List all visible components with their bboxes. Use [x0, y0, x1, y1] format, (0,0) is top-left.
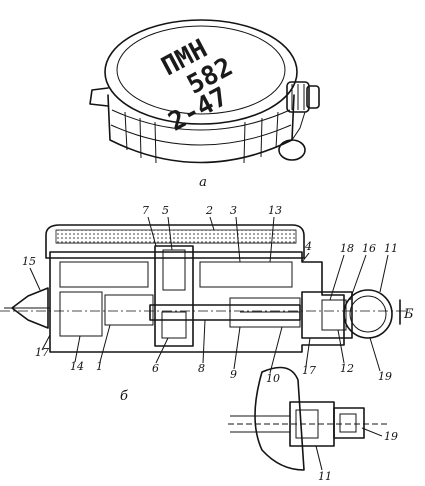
callout-2: 2	[205, 204, 213, 217]
caption-view-a: а	[199, 175, 207, 190]
callout-10: 10	[266, 372, 280, 385]
callout-17-right: 17	[302, 364, 316, 377]
section-mark-right: Б	[403, 307, 414, 322]
fuze-detail-view: 19 11	[228, 366, 398, 483]
callout-9: 9	[230, 368, 237, 381]
callout-3: 3	[230, 204, 237, 217]
callout-4: 4	[304, 240, 312, 253]
callout-6: 6	[152, 362, 159, 375]
callout-17-left: 17	[35, 346, 49, 359]
caption-view-b: б	[120, 389, 128, 404]
callout-14: 14	[70, 360, 84, 373]
fuze-knob	[286, 81, 320, 113]
callout-1: 1	[96, 360, 103, 373]
callout-8: 8	[198, 362, 205, 375]
callout-13: 13	[268, 204, 282, 217]
callout-16: 16	[362, 242, 376, 255]
callout-15: 15	[22, 255, 36, 268]
callout-12: 12	[340, 362, 354, 375]
callout-19-detail: 19	[384, 430, 398, 443]
callout-labels: 15 17 14 1 7 5 2 3 13 4 18 16 11 8 6 9 1…	[22, 204, 398, 385]
callout-11-detail: 11	[318, 470, 332, 483]
external-view: ПМН 582 2-47 а	[89, 19, 320, 190]
callout-7: 7	[142, 204, 149, 217]
safety-pull-ring	[278, 111, 306, 161]
body-shading-lines	[124, 111, 279, 164]
callout-11-top: 11	[384, 242, 398, 255]
callout-18: 18	[340, 242, 354, 255]
callout-5: 5	[162, 204, 169, 217]
cross-section-view: Б 15 17 14 1 7 5 2 3 13 4 18 16 11 8 6 9…	[0, 204, 414, 404]
callout-19-top: 19	[378, 370, 392, 383]
